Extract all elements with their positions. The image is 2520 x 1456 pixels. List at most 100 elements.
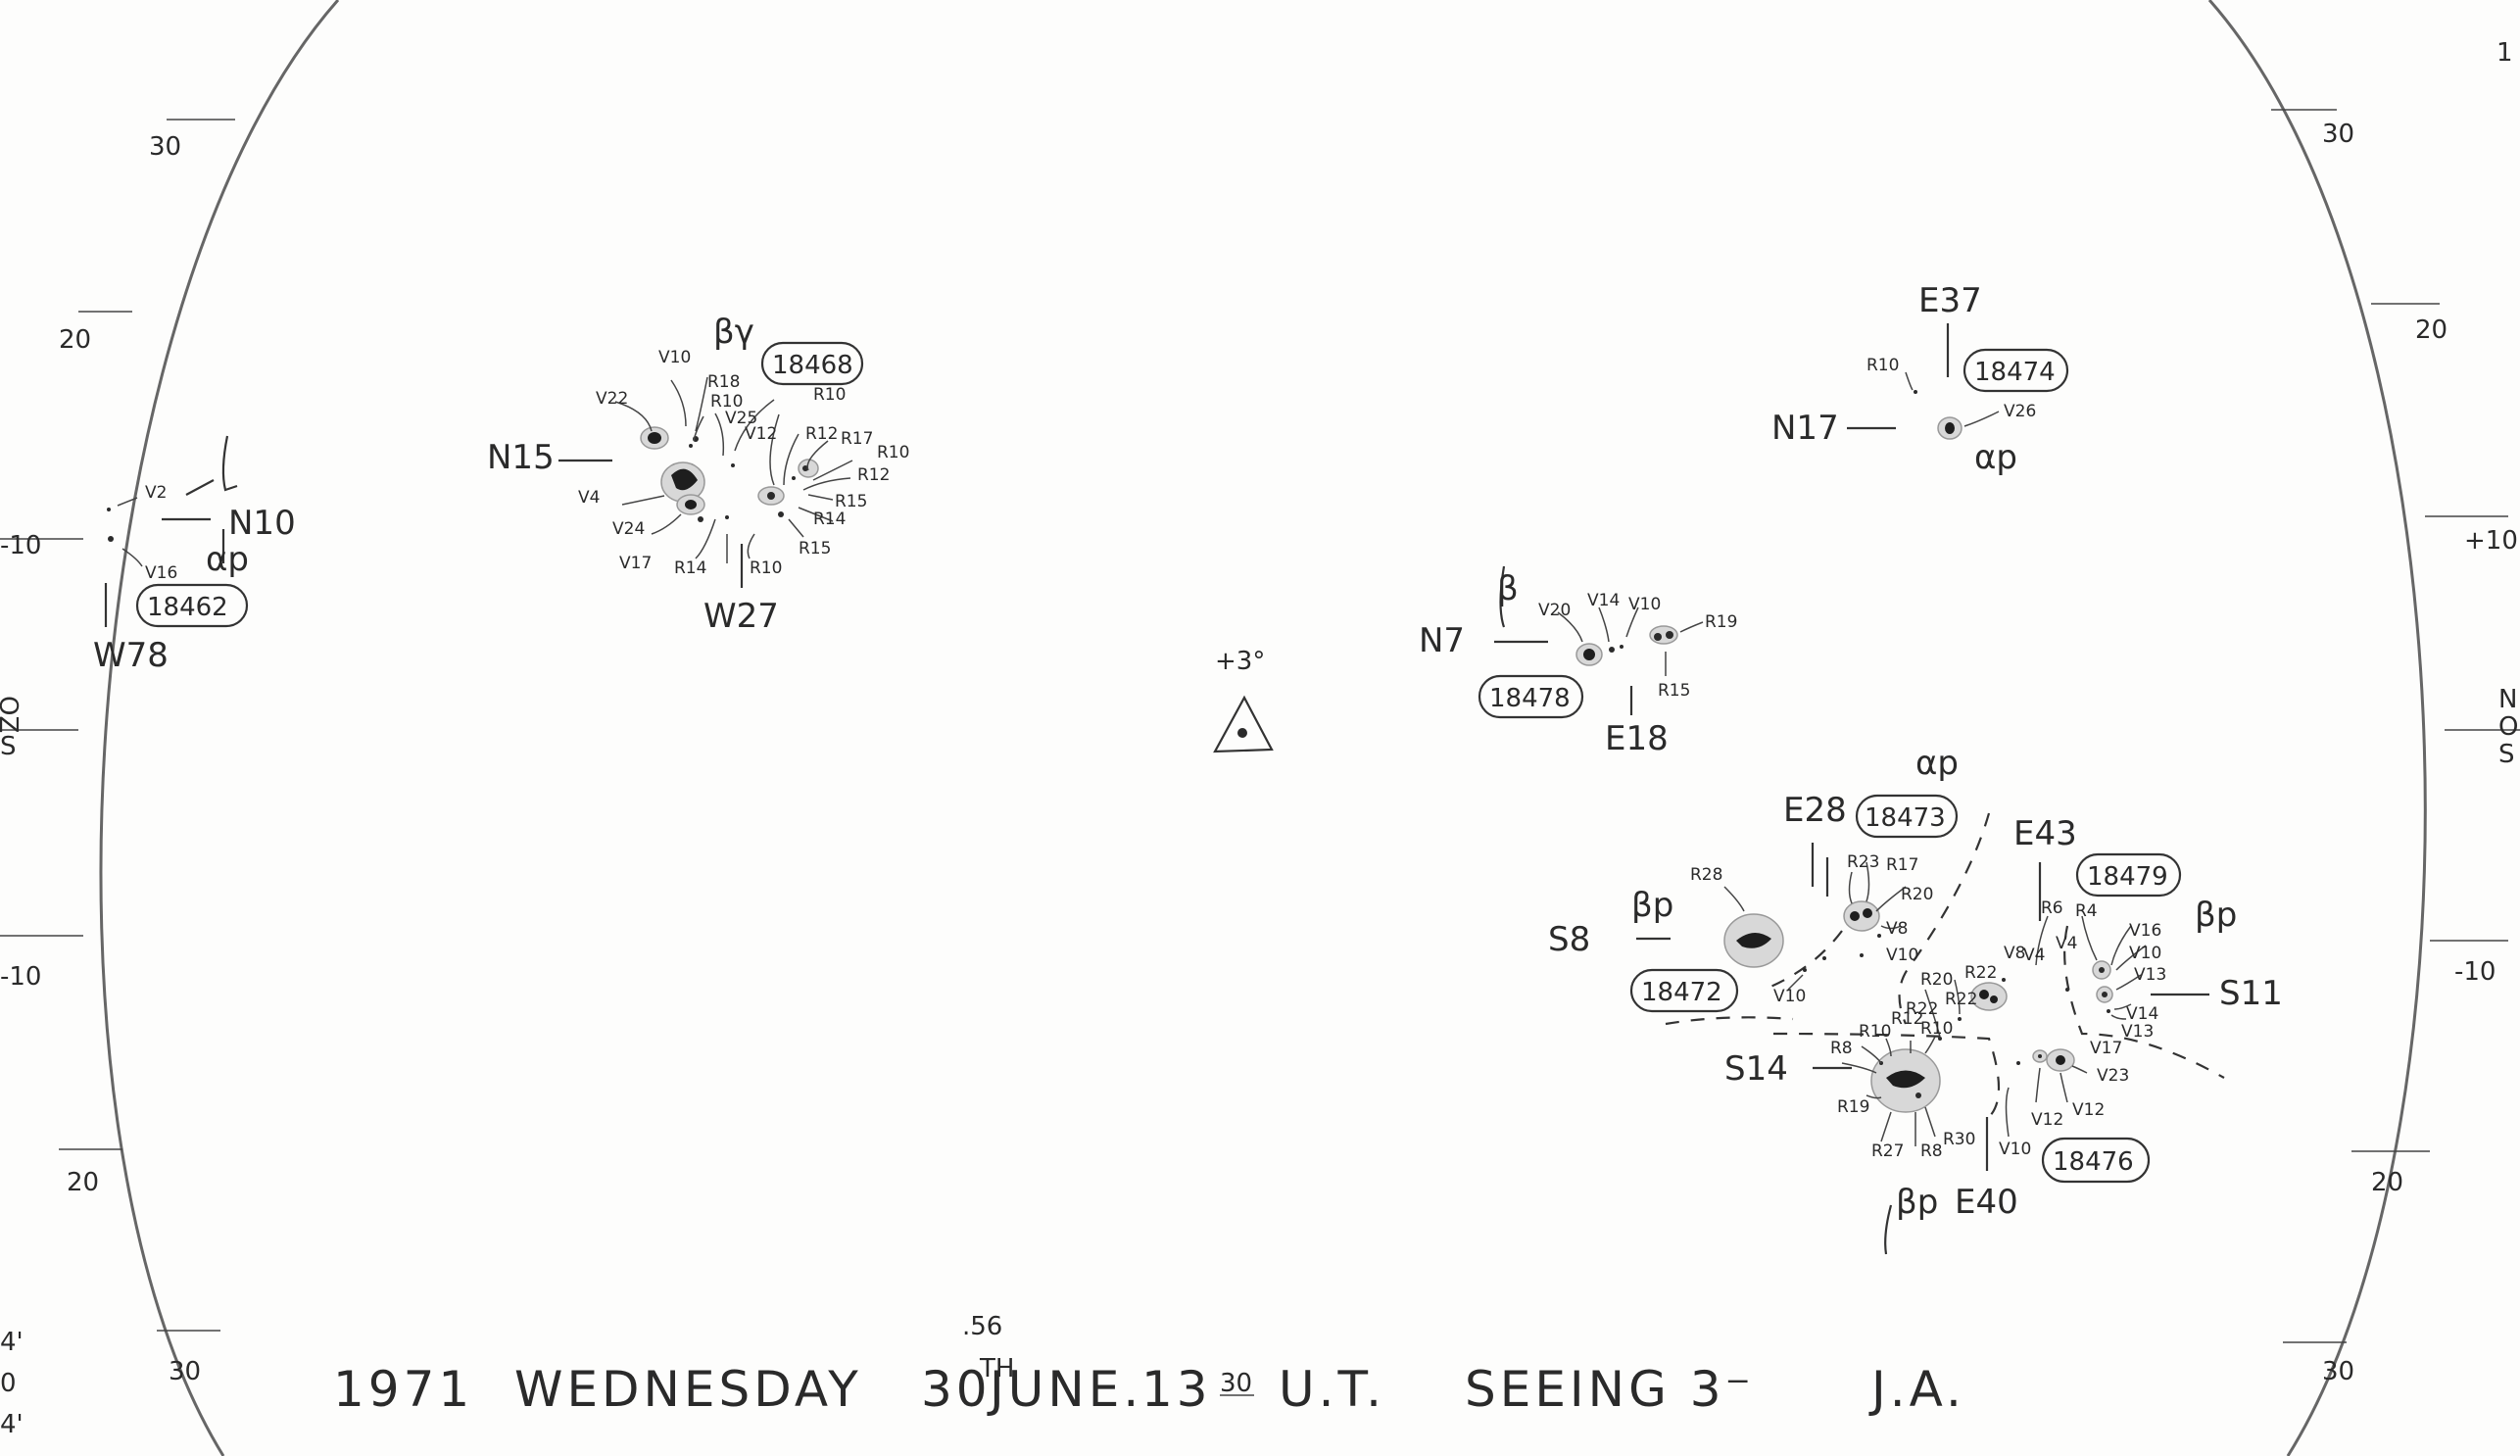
g18462-id-oval <box>135 583 249 628</box>
g18478-label-r15: R15 <box>1658 681 1690 701</box>
g18478-label-r19: R19 <box>1705 612 1737 632</box>
g18479-label-v14: V14 <box>2126 1004 2158 1024</box>
g18472-label-r28: R28 <box>1690 865 1722 885</box>
g18478-label-v10: V10 <box>1628 595 1661 614</box>
group-18478: V20 V14 V10 R19 R15 N7 β 18478 E18 <box>1419 565 1737 758</box>
g18479-label-v8: V8 <box>2004 944 2025 963</box>
g18468-id-oval <box>760 341 864 386</box>
g18479-class: βp <box>2195 896 2237 935</box>
right-scale-10-top: +10 <box>2464 526 2518 556</box>
g18474-latitude: N17 <box>1771 409 1839 448</box>
g18473-id: 18473 <box>1865 803 1946 833</box>
g18474-longitude: E37 <box>1918 281 1982 320</box>
g18479-label-r6: R6 <box>2041 898 2063 918</box>
g18474-id: 18474 <box>1974 358 2056 387</box>
g18474-label-v26: V26 <box>2004 402 2036 421</box>
g18476-label-r12: R12 <box>1891 1009 1923 1029</box>
g18476-longitude: E40 <box>1955 1183 2018 1222</box>
right-top-mark: 1 <box>2496 38 2513 68</box>
g18462-class: αp <box>206 540 249 579</box>
caption-day: WEDNESDAY <box>514 1361 862 1418</box>
g18473-label-r17: R17 <box>1886 855 1918 875</box>
g18476-label-v12-b: V12 <box>2072 1100 2105 1120</box>
left-edge-mark-oz: OZ <box>0 696 23 733</box>
caption-hour: 13 <box>1141 1361 1212 1418</box>
right-scale-30-bottom: 30 <box>2322 1357 2354 1386</box>
g18478-label-v20: V20 <box>1538 601 1571 620</box>
g18479-id-oval <box>2075 852 2182 898</box>
g18468-label-r10-b: R10 <box>813 385 846 405</box>
g18474-label-r10: R10 <box>1866 356 1899 375</box>
observation-caption: 1971 WEDNESDAY 30 TH .56 JUNE. 13 30 U.T… <box>333 1312 1965 1418</box>
g18468-latitude: N15 <box>487 438 555 477</box>
g18473-longitude: E28 <box>1783 791 1847 830</box>
g18476-label-r30: R30 <box>1943 1130 1975 1149</box>
right-scale-30-top: 30 <box>2322 120 2354 149</box>
g18476-label-v23: V23 <box>2097 1066 2129 1086</box>
right-scale: 30 20 +10 -10 20 30 <box>2271 109 2520 1386</box>
g18473-id-oval <box>1855 794 1959 839</box>
right-scale-20-top: 20 <box>2415 315 2447 345</box>
caption-observer: J.A. <box>1868 1361 1965 1418</box>
group-18472: R28 V10 S8 βp 18472 <box>1548 865 1826 1026</box>
g18476-label-r10-a: R10 <box>1859 1022 1891 1042</box>
g18468-label-v12: V12 <box>745 424 777 444</box>
g18474-class: αp <box>1974 438 2017 477</box>
group-18474: E37 R10 V26 N17 18474 αp <box>1771 281 2069 477</box>
g18468-label-v25: V25 <box>725 409 757 428</box>
g18468-label-r15-b: R15 <box>799 539 831 558</box>
g18479-id: 18479 <box>2087 862 2168 892</box>
g18476-id-oval <box>2041 1137 2151 1184</box>
disk-center-marker: +3° <box>1213 647 1274 753</box>
g18473-label-v8: V8 <box>1886 919 1908 939</box>
g18478-label-v14: V14 <box>1587 591 1620 610</box>
g18468-label-v10: V10 <box>658 348 691 367</box>
g18468-label-r14-b: R14 <box>674 558 706 578</box>
g18468-label-r10-a: R10 <box>710 392 743 412</box>
g18479-label-v4-a: V4 <box>2023 946 2045 965</box>
g18472-id-oval <box>1629 968 1739 1013</box>
g18468-label-v17: V17 <box>619 554 652 573</box>
g18462-id: 18462 <box>147 593 228 622</box>
g18473-class: αp <box>1915 744 1959 783</box>
left-scale-30-bottom: 30 <box>169 1357 201 1386</box>
caption-timescale: U.T. <box>1279 1361 1385 1418</box>
group-18479: R6 R4 V16 V10 V13 V14 V13 V8 V4 V4 E43 1… <box>1970 814 2283 1079</box>
g18479-longitude: E43 <box>2013 814 2077 853</box>
g18479-label-v16: V16 <box>2129 921 2161 941</box>
g18479-latitude: S11 <box>2219 974 2283 1013</box>
solar-limb-right <box>2207 0 2427 1456</box>
g18476-label-r8-b: R8 <box>1920 1141 1943 1161</box>
right-edge-mark-s: S <box>2498 740 2515 769</box>
g18472-class: βp <box>1631 886 1673 925</box>
g18478-id-oval <box>1478 674 1584 719</box>
left-scale-20-top: 20 <box>59 325 91 355</box>
caption-month: JUNE. <box>987 1361 1142 1418</box>
g18476-id: 18476 <box>2053 1147 2134 1177</box>
caption-date: 30 <box>921 1361 992 1418</box>
g18479-label-v10: V10 <box>2129 944 2161 963</box>
g18476-label-r27: R27 <box>1871 1141 1904 1161</box>
left-scale-10-bottom: -10 <box>0 962 41 992</box>
g18476-label-r20: R20 <box>1920 970 1953 990</box>
caption-date-fraction: .56 <box>962 1312 1002 1341</box>
g18468-label-v4: V4 <box>578 488 600 508</box>
g18468-id: 18468 <box>772 351 853 380</box>
g18462-latitude: N10 <box>228 504 296 543</box>
group-18476: R8 R10 R12 R20 R22 R22 R10 R19 R27 R8 R3… <box>1724 963 2151 1255</box>
g18472-label-v10: V10 <box>1773 987 1806 1006</box>
g18468-label-r15-a: R15 <box>835 492 867 511</box>
solar-limb-left <box>99 0 340 1456</box>
right-scale-20-bottom: 20 <box>2371 1168 2403 1197</box>
g18468-label-r10-c: R10 <box>877 443 909 462</box>
g18476-label-v10: V10 <box>1999 1140 2031 1159</box>
g18476-label-r19: R19 <box>1837 1097 1869 1117</box>
g18476-label-v17: V17 <box>2090 1039 2122 1058</box>
caption-year: 1971 <box>333 1361 473 1418</box>
g18476-class: βp <box>1896 1183 1938 1222</box>
left-bottom-mark-1: 4' <box>0 1328 24 1357</box>
g18468-label-v24: V24 <box>612 519 645 539</box>
g18474-id-oval <box>1963 348 2069 393</box>
right-edge-mark-n: N <box>2498 685 2517 714</box>
g18462-longitude: W78 <box>93 636 169 675</box>
